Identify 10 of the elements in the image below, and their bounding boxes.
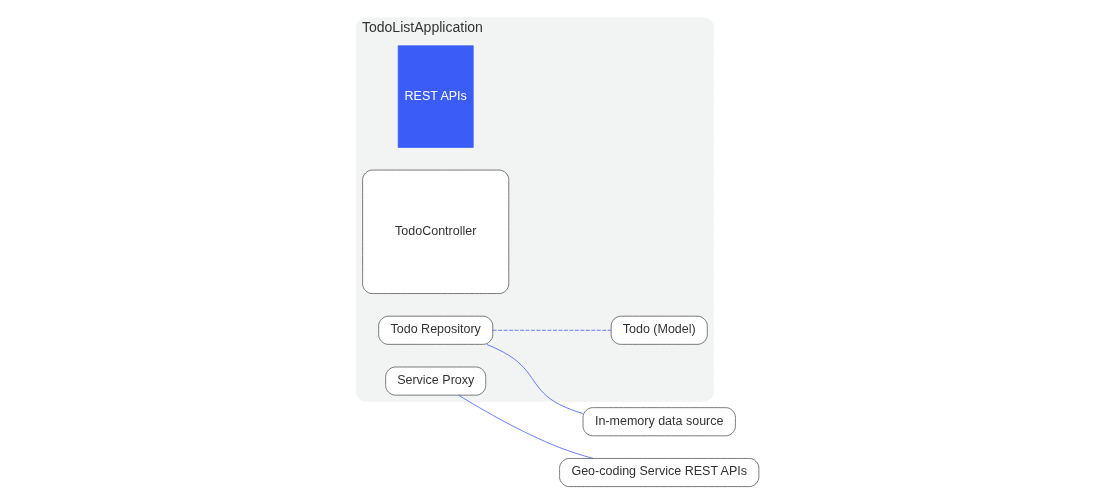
node-box: Todo (Model) — [610, 315, 708, 345]
node-box: REST APIs — [397, 45, 474, 148]
node-box: TodoController — [361, 169, 509, 294]
node-box: Service Proxy — [384, 366, 486, 396]
node-box: In-memory data source — [582, 407, 736, 437]
node-box: Todo Repository — [377, 315, 493, 345]
connector — [491, 329, 611, 331]
connector — [457, 394, 593, 459]
connector — [485, 344, 583, 414]
node-box: Geo-coding Service REST APIs — [558, 458, 759, 487]
